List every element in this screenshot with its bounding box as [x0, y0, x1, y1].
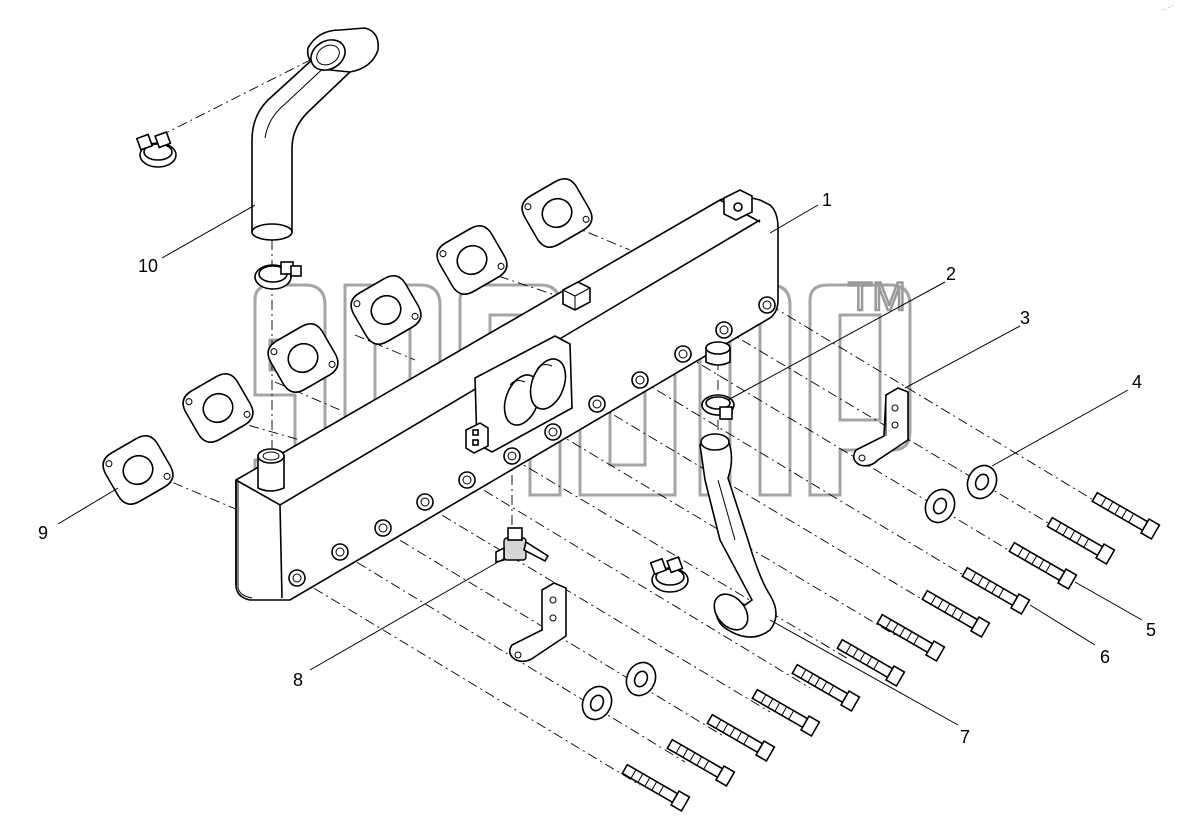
exhaust-manifold	[235, 189, 779, 601]
lower-hose	[699, 433, 777, 638]
callout-5: 5	[1146, 620, 1156, 640]
trademark-symbol: TM	[848, 275, 906, 319]
drain-valve	[495, 527, 550, 564]
leader-lines	[57, 204, 1143, 726]
brackets	[508, 387, 909, 663]
upper-hose	[251, 27, 380, 241]
callout-labels: 1 2 3 4 5 6 7 8 9 10	[38, 190, 1156, 747]
washers	[581, 464, 998, 721]
callout-8: 8	[293, 670, 303, 690]
callout-9: 9	[38, 523, 48, 543]
callout-4: 4	[1132, 372, 1142, 392]
corner-mark: ·· ···	[1160, 3, 1175, 14]
callout-10: 10	[138, 256, 158, 276]
callout-3: 3	[1020, 308, 1030, 328]
hose-clamps	[135, 131, 735, 593]
callout-2: 2	[946, 264, 956, 284]
callout-7: 7	[960, 727, 970, 747]
manifold-bolt-holes	[288, 296, 776, 587]
bolts	[621, 491, 1161, 813]
gaskets	[102, 178, 593, 505]
callout-6: 6	[1100, 647, 1110, 667]
callout-1: 1	[822, 190, 832, 210]
